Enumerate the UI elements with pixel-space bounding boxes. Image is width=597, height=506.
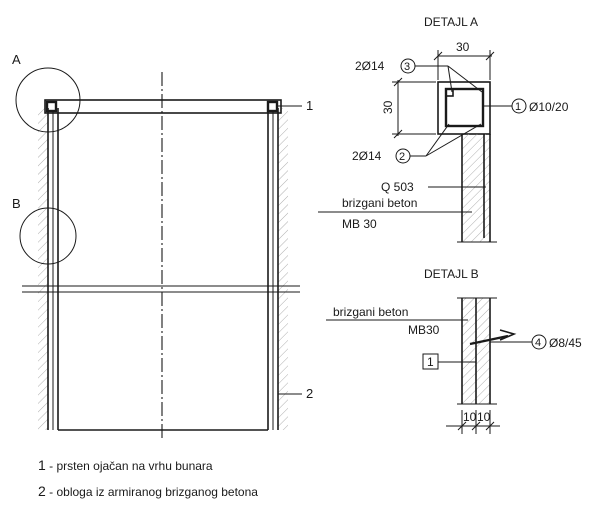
callout-circle-a [15, 67, 81, 133]
detail-b-ring-box-label: 1 [427, 355, 434, 369]
detail-b-title: DETAJL B [424, 267, 479, 281]
detail-a-mark-3: 3 [404, 61, 410, 73]
leader-label-2: 2 [306, 386, 313, 401]
detail-a: DETAJL A 30 30 2Ø14 3 2Ø14 [318, 15, 569, 243]
legend-item-2-text: obloga iz armiranog brizganog betona [56, 485, 258, 499]
soil-hatch-right [278, 108, 288, 430]
detail-b-material-label: brizgani beton [333, 305, 408, 319]
soil-hatch-left [38, 108, 48, 430]
detail-b-dim-right: 10 [477, 410, 491, 424]
callout-label-b: B [12, 196, 21, 211]
detail-a-rebar-top-count: 2Ø14 [355, 59, 385, 73]
detail-a-mark-1: 1 [515, 101, 521, 113]
ring-rebar-right [266, 100, 279, 113]
detail-a-stirrup [444, 87, 485, 128]
legend-item-1-text: prsten ojačan na vrhu bunara [56, 459, 213, 473]
leader-label-1: 1 [306, 98, 313, 113]
ring-rebar-left [45, 100, 58, 113]
detail-a-grade-label: MB 30 [342, 217, 377, 231]
callout-circle-b [19, 207, 77, 265]
legend-item-1-number: 1 [38, 457, 46, 473]
detail-a-rebar-bottom-count: 2Ø14 [352, 149, 382, 163]
legend-item-1: 1 - prsten ojačan na vrhu bunara [38, 457, 213, 473]
detail-b: DETAJL B 4 Ø8/45 brizgani beton MB30 1 1… [326, 267, 582, 434]
detail-a-mark-1-circle [511, 98, 527, 114]
detail-a-dim-width: 30 [456, 40, 470, 54]
detail-b-dim-left: 10 [463, 410, 477, 424]
detail-a-material-label: brizgani beton [342, 196, 417, 210]
detail-b-grade-label: MB30 [408, 323, 440, 337]
detail-a-mesh-label: Q 503 [381, 180, 414, 194]
legend-item-2-number: 2 [38, 483, 46, 499]
detail-a-title: DETAJL A [424, 15, 478, 29]
detail-a-stirrup-spec: Ø10/20 [529, 100, 569, 114]
detail-b-mark-4: 4 [535, 337, 541, 349]
detail-b-anchor-spec: Ø8/45 [549, 336, 582, 350]
detail-a-dim-height: 30 [381, 100, 395, 114]
legend-item-2: 2 - obloga iz armiranog brizganog betona [38, 483, 258, 499]
detail-b-anchor [469, 334, 509, 346]
detail-b-mark-4-circle [531, 334, 547, 350]
callout-label-a: A [12, 52, 21, 67]
detail-a-mark-2: 2 [399, 151, 405, 163]
well-section: A B 1 2 [12, 52, 313, 440]
